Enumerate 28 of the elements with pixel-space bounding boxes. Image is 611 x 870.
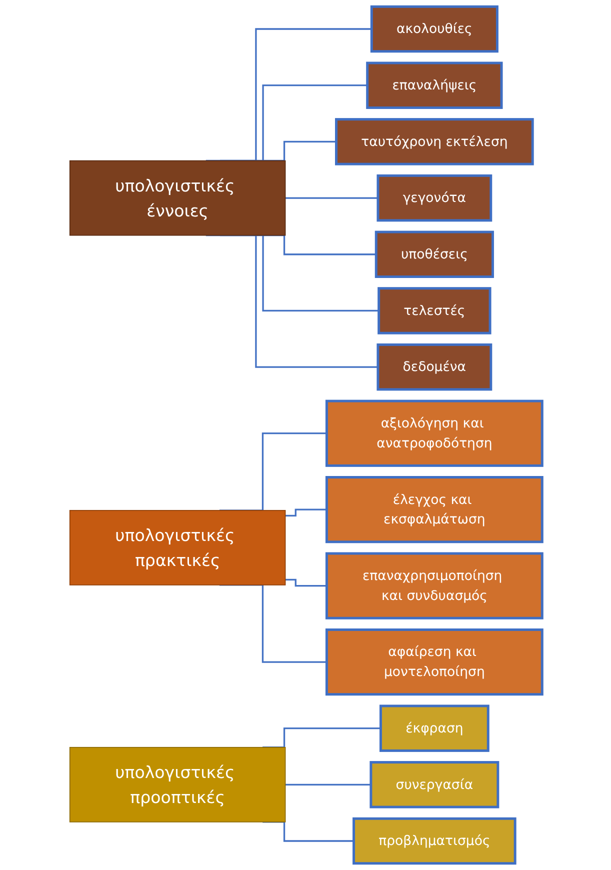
node-box: επαναλήψεις: [366, 62, 502, 109]
connector: [284, 578, 326, 587]
node-box: έκφραση: [378, 704, 489, 752]
node-box: υπολογιστικές πρακτικές: [68, 510, 286, 586]
node-box: συνεργασία: [369, 761, 499, 808]
node-box: γεγονότα: [376, 174, 492, 222]
node-box: τελεστές: [377, 287, 491, 334]
node-box: προβληματισμός: [352, 817, 516, 865]
node-box: επαναχρησιμοποίηση και συνδυασμός: [324, 552, 543, 620]
node-box: υπολογιστικές προοπτικές: [68, 746, 286, 822]
node-box: δεδομένα: [376, 343, 492, 391]
connector: [262, 821, 354, 842]
connector: [205, 28, 372, 162]
connector: [220, 84, 367, 162]
node-box: ακολουθίες: [370, 5, 498, 53]
node-box: υπολογιστικές έννοιες: [68, 160, 286, 236]
connector: [262, 234, 376, 256]
connector: [205, 234, 378, 368]
node-box: αφαίρεση και μοντελοποίηση: [324, 628, 543, 696]
connector: [284, 197, 378, 199]
connector: [284, 508, 326, 517]
connector: [218, 584, 326, 663]
node-box: αξιολόγηση και ανατροφοδότηση: [324, 400, 543, 467]
connector: [284, 784, 370, 786]
node-box: ταυτόχρονη εκτέλεση: [334, 118, 534, 166]
node-box: έλεγχος και εκσφαλμάτωση: [324, 476, 543, 544]
node-box: υποθέσεις: [374, 230, 494, 278]
connector: [262, 140, 336, 162]
